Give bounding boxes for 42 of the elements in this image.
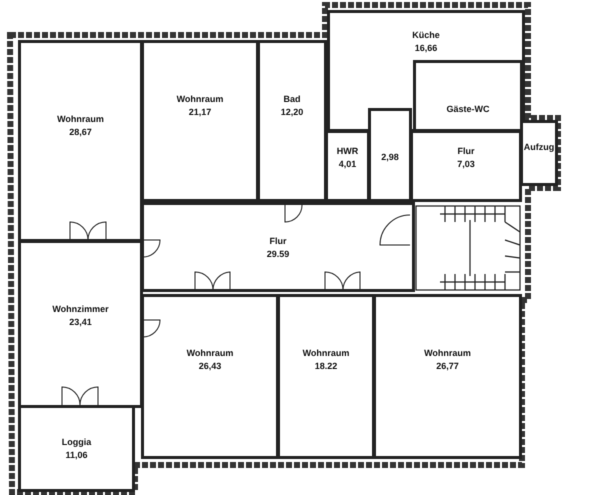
room-outline: [18, 405, 135, 492]
room-name: Wohnzimmer: [51, 303, 110, 316]
room-area: 26,43: [144, 360, 276, 373]
room-outline: [325, 130, 370, 202]
room-name: Bad: [282, 93, 302, 106]
room-outline: [18, 240, 143, 408]
room-area: 11,06: [21, 449, 132, 462]
room-outline: [413, 60, 523, 132]
room-area: 18.22: [280, 360, 372, 373]
room-area: 4,01: [328, 158, 367, 171]
room-name: Wohnraum: [423, 347, 472, 360]
room-area: 12,20: [260, 106, 324, 119]
room-outline: [373, 294, 522, 459]
room-outline: [520, 120, 558, 186]
room-name: Küche: [411, 29, 441, 42]
room-outline: [277, 294, 375, 459]
room-outline: [410, 130, 522, 202]
room-area: 16,66: [330, 42, 522, 55]
room-name: Wohnraum: [176, 93, 224, 106]
room-name: Gäste-WC: [445, 103, 490, 116]
room-name: Wohnraum: [56, 113, 105, 126]
room-name: Flur: [456, 145, 476, 158]
room-outline: [141, 40, 259, 202]
room-area: 21,17: [144, 106, 256, 119]
room-area: 29.59: [144, 248, 412, 261]
room-name: Loggia: [60, 436, 92, 449]
room-area: 23,41: [21, 316, 140, 329]
room-name: Flur: [268, 235, 288, 248]
room-name: HWR: [336, 145, 360, 158]
room-name: Aufzug: [523, 141, 555, 154]
room-name: Wohnraum: [302, 347, 350, 360]
room-outline: [327, 10, 525, 132]
room-name: 2,98: [380, 151, 400, 164]
room-outline: [141, 202, 415, 292]
room-outline: [141, 294, 279, 459]
room-area: 7,03: [413, 158, 519, 171]
room-outline: [368, 108, 412, 202]
room-area: 28,67: [21, 126, 140, 139]
room-outline: [257, 40, 327, 202]
room-outline: [18, 40, 143, 242]
room-area: 26,77: [376, 360, 519, 373]
room-name: Wohnraum: [186, 347, 234, 360]
